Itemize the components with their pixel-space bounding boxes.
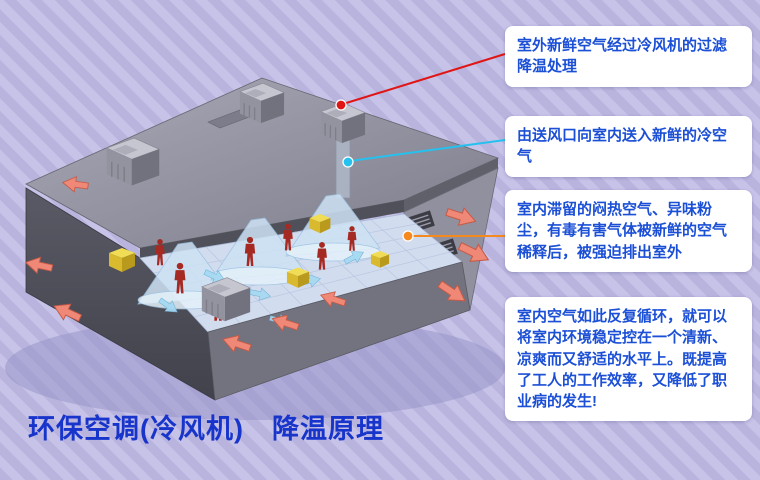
front-wall (207, 261, 471, 401)
leader-line-cyan (349, 139, 506, 162)
supply-duct (335, 139, 351, 199)
callout-text: 室外新鲜空气经过冷风机的过滤降温处理 (517, 37, 728, 76)
orange-marker-dot-icon (402, 230, 414, 242)
callout-text: 室内空气如此反复循环，就可以将室内环境稳定控在一个清新、凉爽而又舒适的水平上。既… (517, 308, 728, 411)
red-marker-dot-icon (335, 99, 347, 111)
leader-line-red (342, 53, 506, 105)
factory-building (5, 77, 505, 420)
callout-exhaust-stale-air: 室内滞留的闷热空气、异味粉尘，有毒有害气体被新鲜的空气稀释后，被强迫排出室外 (505, 190, 752, 272)
roof-edge-right (404, 158, 498, 212)
callout-text: 室内滞留的闷热空气、异味粉尘，有毒有害气体被新鲜的空气稀释后，被强迫排出室外 (517, 201, 728, 261)
callout-text: 由送风口向室内送入新鲜的冷空气 (517, 127, 728, 166)
cyan-marker-dot-icon (342, 156, 354, 168)
callout-supply-cold-air: 由送风口向室内送入新鲜的冷空气 (505, 116, 752, 177)
page-title: 环保空调(冷风机) 降温原理 (28, 414, 384, 444)
callout-circulation-benefits: 室内空气如此反复循环，就可以将室内环境稳定控在一个清新、凉爽而又舒适的水平上。既… (505, 297, 752, 422)
leader-lines (335, 53, 506, 242)
callout-filtered-outdoor-air: 室外新鲜空气经过冷风机的过滤降温处理 (505, 26, 752, 87)
